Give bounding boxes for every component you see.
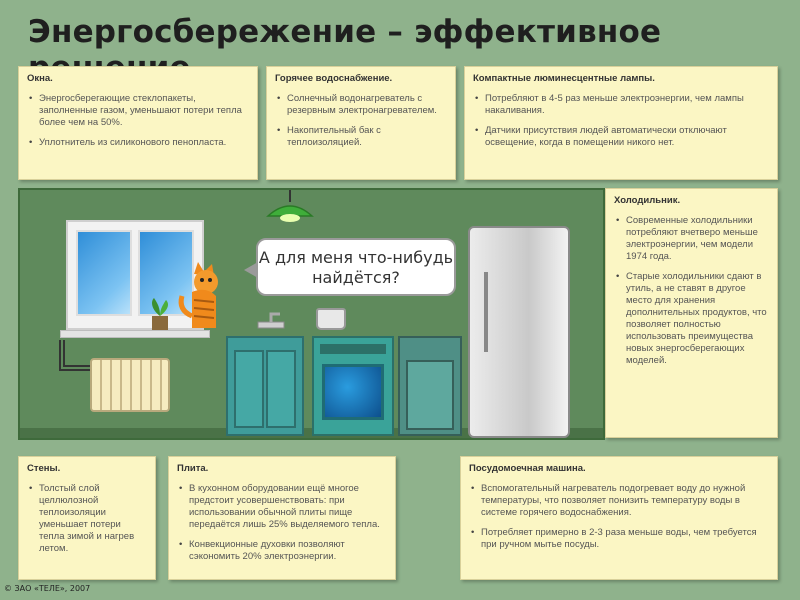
- cabinet: [226, 336, 304, 436]
- window-sill: [60, 330, 210, 338]
- fridge: [468, 226, 570, 438]
- card-list: Толстый слой целлюлозной теплоизоляции у…: [27, 483, 147, 555]
- list-item: Толстый слой целлюлозной теплоизоляции у…: [27, 483, 147, 555]
- card-heading: Окна.: [27, 73, 53, 84]
- card-list: Современные холодильники потребляют вчет…: [614, 215, 769, 367]
- stove: [312, 336, 394, 436]
- speech-bubble-tail: [244, 262, 258, 278]
- list-item: Уплотнитель из силиконового пенопласта.: [27, 137, 249, 149]
- card-windows: Окна. Энергосберегающие стеклопакеты, за…: [18, 66, 258, 180]
- card-heading: Компактные люминесцентные лампы.: [473, 73, 655, 84]
- copyright: © ЗАО «ТЕЛЕ», 2007: [4, 584, 91, 593]
- card-heading: Горячее водоснабжение.: [275, 73, 393, 84]
- list-item: Солнечный водонагреватель с резервным эл…: [275, 93, 447, 117]
- list-item: Вспомогательный нагреватель подогревает …: [469, 483, 769, 519]
- plant-icon: [152, 298, 168, 330]
- card-fridge: Холодильник. Современные холодильники по…: [605, 188, 778, 438]
- list-item: Старые холодильники сдают в утиль, а не …: [614, 271, 769, 367]
- card-stove: Плита. В кухонном оборудовании ещё много…: [168, 456, 396, 580]
- tap-icon: [257, 312, 285, 329]
- card-heading: Холодильник.: [614, 195, 681, 206]
- list-item: Потребляет примерно в 2-3 раза меньше во…: [469, 527, 769, 551]
- list-item: Энергосберегающие стеклопакеты, заполнен…: [27, 93, 249, 129]
- oven-door: [322, 364, 384, 420]
- list-item: Накопительный бак с теплоизоляцией.: [275, 125, 447, 149]
- card-list: В кухонном оборудовании ещё многое предс…: [177, 483, 387, 563]
- speech-bubble: А для меня что-нибудь найдётся?: [256, 238, 456, 296]
- floor: [20, 428, 603, 438]
- dishwasher: [398, 336, 462, 436]
- pipe-icon: [59, 340, 92, 371]
- card-heading: Стены.: [27, 463, 61, 474]
- radiator-icon: [90, 358, 170, 412]
- card-lamps: Компактные люминесцентные лампы. Потребл…: [464, 66, 778, 180]
- list-item: В кухонном оборудовании ещё многое предс…: [177, 483, 387, 531]
- card-list: Энергосберегающие стеклопакеты, заполнен…: [27, 93, 249, 149]
- list-item: Потребляют в 4-5 раз меньше электроэнерг…: [473, 93, 769, 117]
- lamp-icon: [266, 190, 314, 222]
- list-item: Конвекционные духовки позволяют сэкономи…: [177, 539, 387, 563]
- card-dishwasher: Посудомоечная машина. Вспомогательный на…: [460, 456, 778, 580]
- card-list: Вспомогательный нагреватель подогревает …: [469, 483, 769, 551]
- card-list: Потребляют в 4-5 раз меньше электроэнерг…: [473, 93, 769, 149]
- list-item: Датчики присутствия людей автоматически …: [473, 125, 769, 149]
- card-walls: Стены. Толстый слой целлюлозной теплоизо…: [18, 456, 156, 580]
- cat-icon: [178, 262, 218, 328]
- card-heading: Плита.: [177, 463, 209, 474]
- card-list: Солнечный водонагреватель с резервным эл…: [275, 93, 447, 149]
- card-hot-water: Горячее водоснабжение. Солнечный водонаг…: [266, 66, 456, 180]
- list-item: Современные холодильники потребляют вчет…: [614, 215, 769, 263]
- card-heading: Посудомоечная машина.: [469, 463, 586, 474]
- kitchen-illustration: А для меня что-нибудь найдётся?: [18, 188, 605, 440]
- window-icon: [66, 220, 204, 330]
- pot-icon: [316, 308, 346, 330]
